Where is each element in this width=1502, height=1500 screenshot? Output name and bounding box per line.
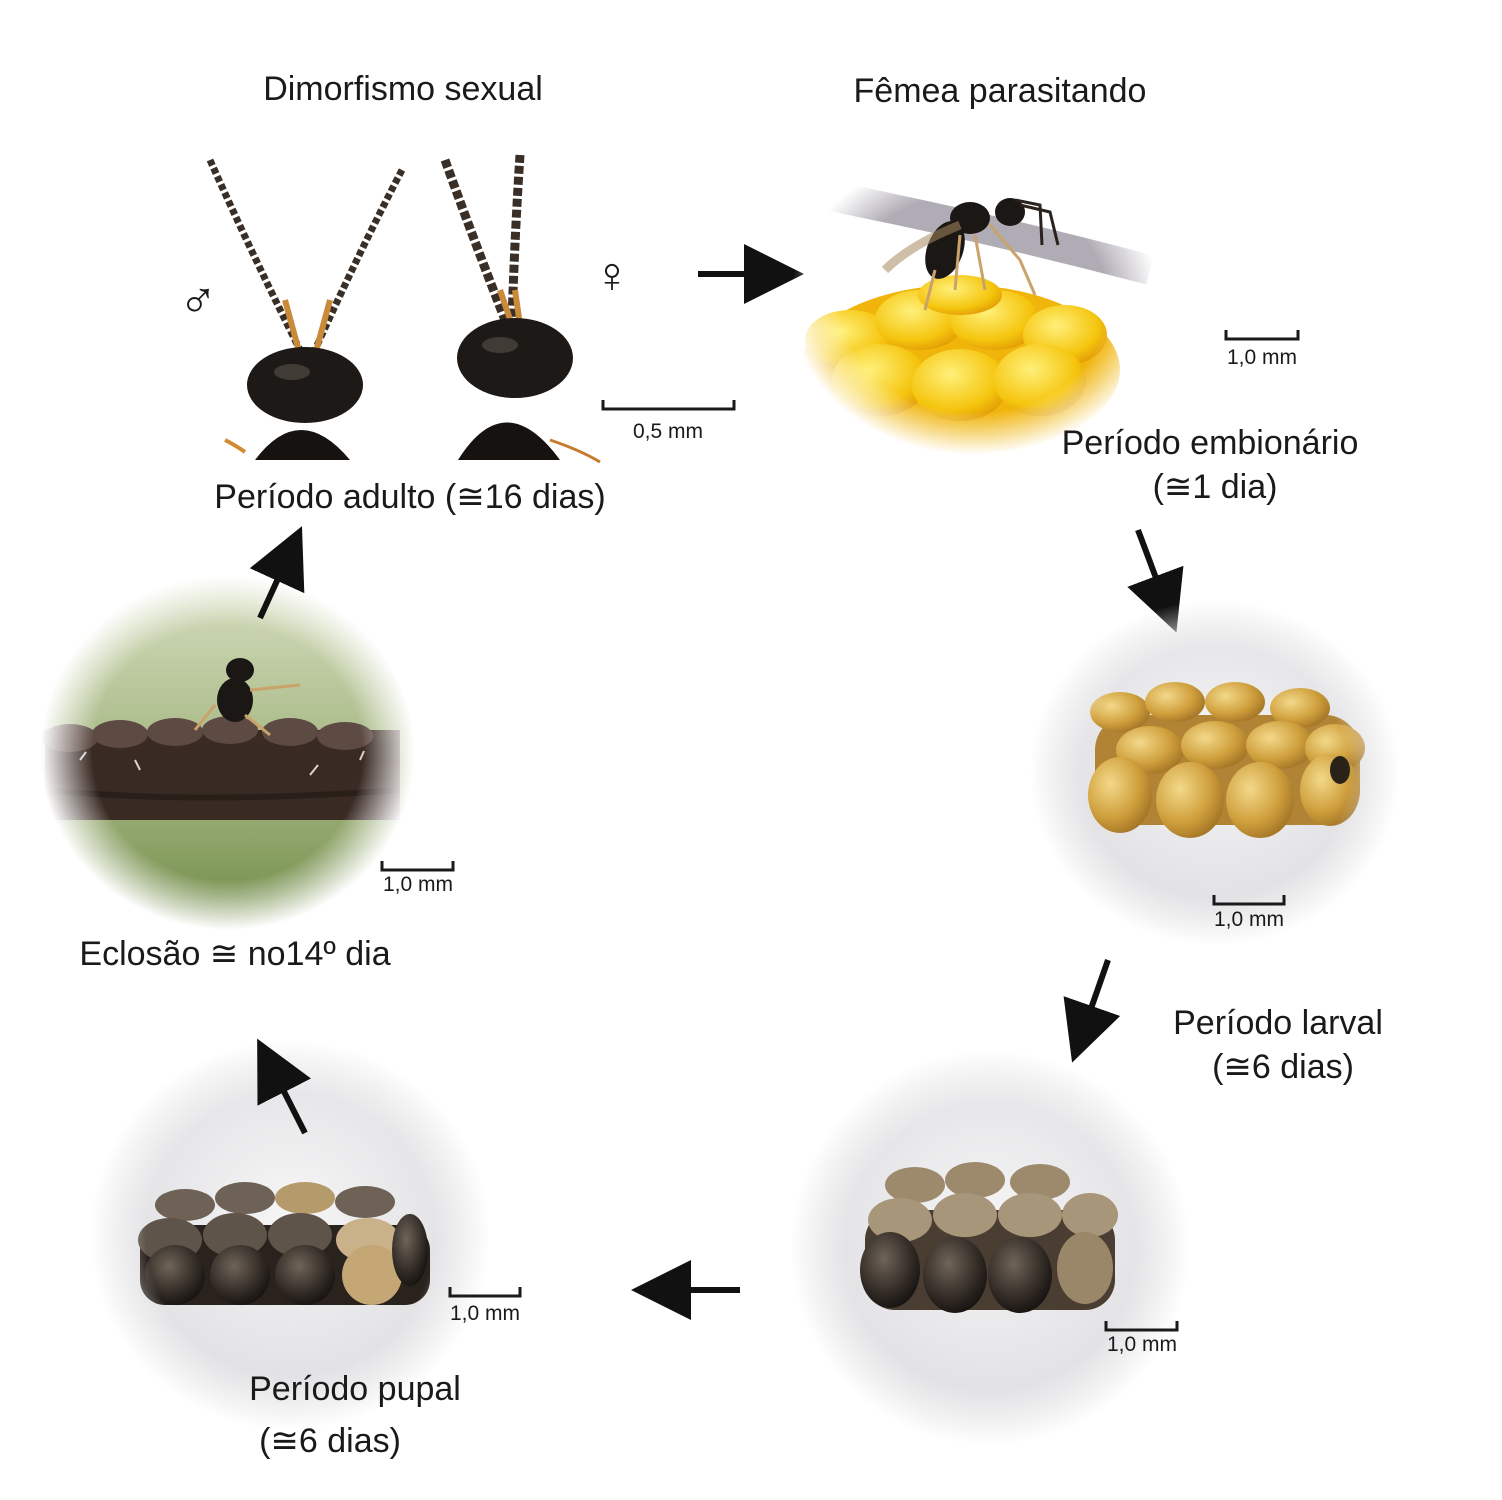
arrow-to-larval-eggs — [1080, 960, 1108, 1040]
pupal-period-label: Período pupal — [249, 1370, 461, 1408]
scalebar-emergence-label: 1,0 mm — [383, 873, 453, 896]
scalebar-larval-label: 1,0 mm — [1107, 1333, 1177, 1356]
emergence-photo — [40, 575, 415, 930]
dark-egg-mass — [138, 1182, 430, 1305]
dimorphism-title: Dimorfismo sexual — [263, 70, 543, 108]
male-head-image — [210, 160, 402, 460]
parasitizing-photo — [790, 150, 1160, 455]
female-symbol: ♀ — [593, 247, 631, 303]
larval-eggs-photo — [790, 1050, 1190, 1445]
pupal-period-duration: (≅6 dias) — [259, 1422, 401, 1460]
amber-egg-mass — [1088, 682, 1365, 838]
female-parasitizing-title: Fêmea parasitando — [854, 72, 1147, 110]
emerged-egg-row — [42, 716, 400, 820]
larval-period-label: Período larval — [1173, 1004, 1383, 1042]
larval-period-duration: (≅6 dias) — [1212, 1048, 1354, 1086]
male-symbol: ♂ — [179, 272, 218, 330]
arrow-to-embryonic-eggs — [1138, 530, 1168, 610]
scalebar-antennae: 0,5 mm — [603, 400, 734, 443]
embryonic-eggs-photo — [1030, 600, 1400, 945]
scalebar-pupal-label: 1,0 mm — [450, 1302, 520, 1325]
female-head-image — [445, 155, 600, 462]
embryonic-period-duration: (≅1 dia) — [1153, 468, 1278, 506]
embryonic-period-label: Período embionário — [1062, 424, 1359, 462]
scalebar-parasitizing-label: 1,0 mm — [1227, 346, 1297, 369]
scalebar-embryonic-label: 1,0 mm — [1214, 908, 1284, 931]
adult-period-label: Período adulto (≅16 dias) — [214, 478, 605, 516]
scalebar-antennae-label: 0,5 mm — [633, 420, 703, 443]
scalebar-parasitizing: 1,0 mm — [1226, 330, 1298, 369]
antennae-photo — [210, 155, 600, 462]
emergence-label: Eclosão ≅ no14º dia — [79, 935, 390, 973]
